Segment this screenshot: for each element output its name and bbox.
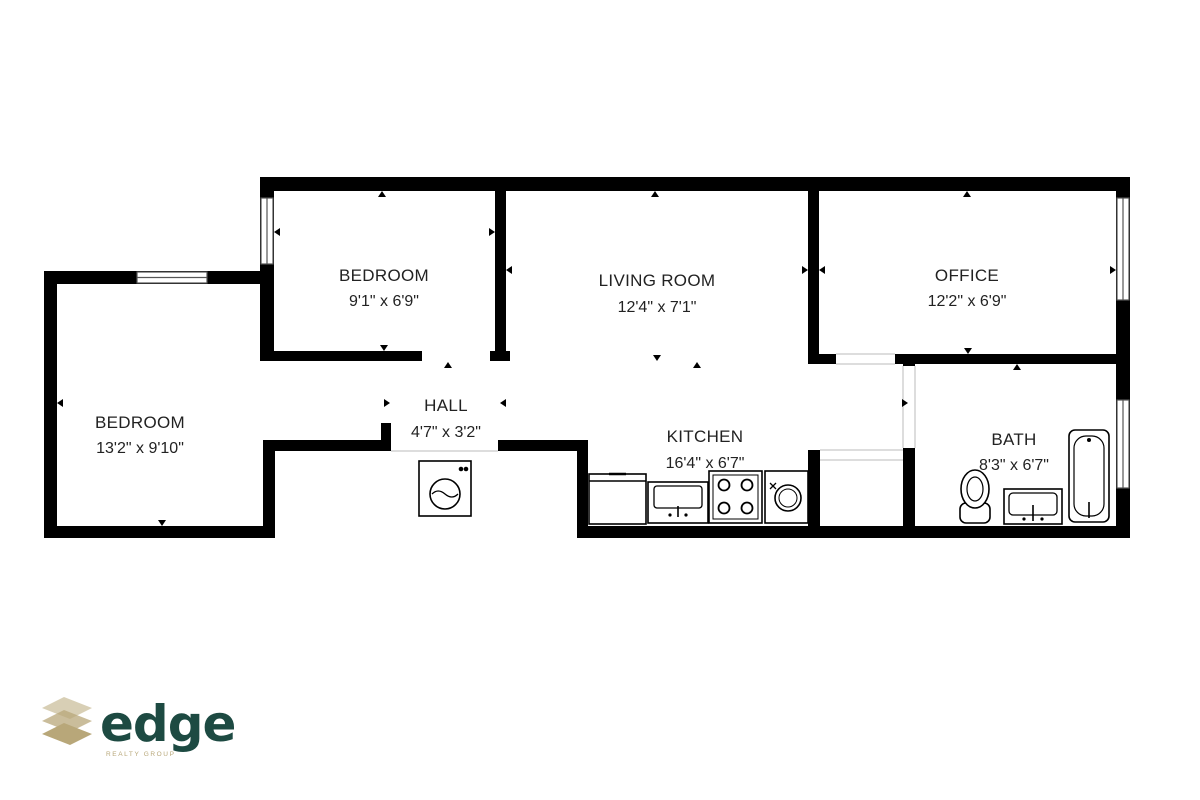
door-openings bbox=[391, 353, 916, 461]
room-name: BEDROOM bbox=[95, 413, 185, 432]
measurement-markers bbox=[57, 191, 1116, 526]
room-label-office: OFFICE 12'2" x 6'9" bbox=[928, 266, 1007, 310]
kitchen-sink-icon bbox=[647, 481, 709, 524]
window-bedroom-2 bbox=[260, 197, 274, 265]
room-dimensions: 16'4" x 6'7" bbox=[666, 455, 745, 472]
room-label-bedroom-1: BEDROOM 13'2" x 9'10" bbox=[95, 413, 185, 457]
brand-name: edge bbox=[100, 695, 235, 753]
window-office bbox=[1116, 197, 1130, 301]
room-name: KITCHEN bbox=[667, 427, 744, 446]
washer-icon bbox=[418, 460, 472, 517]
room-name: HALL bbox=[424, 396, 468, 415]
room-dimensions: 8'3" x 6'7" bbox=[979, 457, 1049, 474]
bathtub-icon bbox=[1068, 429, 1110, 523]
stove-icon bbox=[708, 470, 763, 524]
room-dimensions: 4'7" x 3'2" bbox=[411, 424, 481, 441]
room-label-hall: HALL 4'7" x 3'2" bbox=[411, 396, 481, 441]
room-name: LIVING ROOM bbox=[599, 271, 716, 290]
room-dimensions: 12'4" x 7'1" bbox=[618, 299, 697, 316]
room-label-bath: BATH 8'3" x 6'7" bbox=[979, 430, 1049, 474]
room-label-living-room: LIVING ROOM 12'4" x 7'1" bbox=[599, 271, 716, 316]
room-label-kitchen: KITCHEN 16'4" x 6'7" bbox=[666, 427, 745, 472]
window-bath bbox=[1116, 399, 1130, 489]
toilet-icon bbox=[959, 469, 991, 524]
room-name: BATH bbox=[991, 430, 1036, 449]
room-dimensions: 13'2" x 9'10" bbox=[96, 440, 184, 457]
room-dimensions: 12'2" x 6'9" bbox=[928, 293, 1007, 310]
windows bbox=[136, 197, 1130, 489]
dryer-icon bbox=[764, 470, 809, 524]
bath-sink-icon bbox=[1003, 488, 1063, 525]
room-label-bedroom-2: BEDROOM 9'1" x 6'9" bbox=[339, 266, 429, 310]
window-bedroom-1 bbox=[136, 271, 208, 284]
logo-mark-icon bbox=[42, 697, 92, 745]
brand-tagline: REALTY GROUP bbox=[106, 751, 176, 758]
brand-logo: edge REALTY GROUP bbox=[42, 695, 236, 758]
room-dimensions: 9'1" x 6'9" bbox=[349, 293, 419, 310]
room-name: BEDROOM bbox=[339, 266, 429, 285]
room-name: OFFICE bbox=[935, 266, 999, 285]
dishwasher-icon bbox=[588, 472, 647, 525]
